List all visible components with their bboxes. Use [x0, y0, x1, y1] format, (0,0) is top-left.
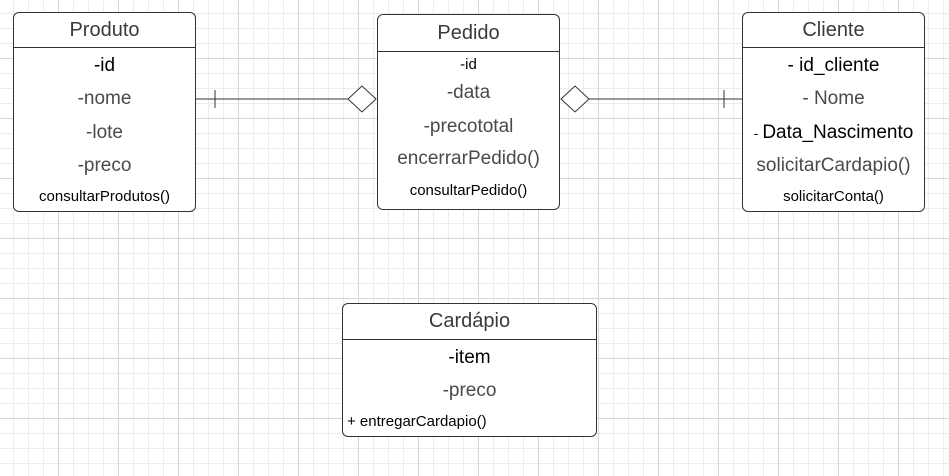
class-pedido[interactable]: Pedido -id -data -precototal encerrarPed… [377, 14, 560, 210]
cliente-attr-id-cliente: - id_cliente [787, 54, 880, 76]
produto-pedido-aggregation-diamond [347, 85, 377, 113]
class-cliente[interactable]: Cliente - id_cliente - Nome - Data_Nasci… [742, 12, 925, 212]
pedido-method-consultarpedido: consultarPedido() [409, 181, 528, 199]
class-cliente-name: Cliente [743, 13, 924, 48]
cardapio-attr-item: -item [448, 346, 491, 368]
pedido-attr-data: -data [446, 82, 491, 103]
pedido-attr-id: -id [460, 55, 477, 73]
pedido-attr-precototal: -precototal [423, 115, 514, 137]
cliente-attr-data-nascimento: - Data_Nascimento [743, 116, 924, 149]
cardapio-attr-preco: -preco [442, 380, 497, 401]
class-cardapio[interactable]: Cardápio -item -preco + entregarCardapio… [342, 303, 597, 437]
cardapio-method-entregarcardapio: + entregarCardapio() [347, 412, 487, 430]
produto-attr-nome: -nome [77, 88, 132, 109]
pedido-method-encerrarpedido: encerrarPedido() [397, 148, 540, 169]
cliente-attr-data-nascimento-label: Data_Nascimento [762, 121, 914, 143]
class-produto[interactable]: Produto -id -nome -lote -preco consultar… [13, 12, 196, 212]
class-cardapio-name: Cardápio [343, 304, 596, 340]
class-produto-name: Produto [14, 13, 195, 48]
cliente-attr-data-nascimento-prefix: - [753, 124, 759, 141]
produto-attr-id: -id [93, 54, 116, 76]
cliente-pedido-aggregation-diamond [560, 85, 590, 113]
cliente-method-solicitarcardapio: solicitarCardapio() [756, 155, 911, 176]
class-pedido-name: Pedido [378, 15, 559, 52]
cliente-method-solicitarconta: solicitarConta() [783, 187, 884, 205]
cliente-attr-nome: - Nome [802, 88, 865, 109]
produto-method-consultarprodutos: consultarProdutos() [39, 187, 170, 205]
produto-attr-lote: -lote [86, 121, 123, 143]
produto-attr-preco: -preco [77, 155, 132, 176]
